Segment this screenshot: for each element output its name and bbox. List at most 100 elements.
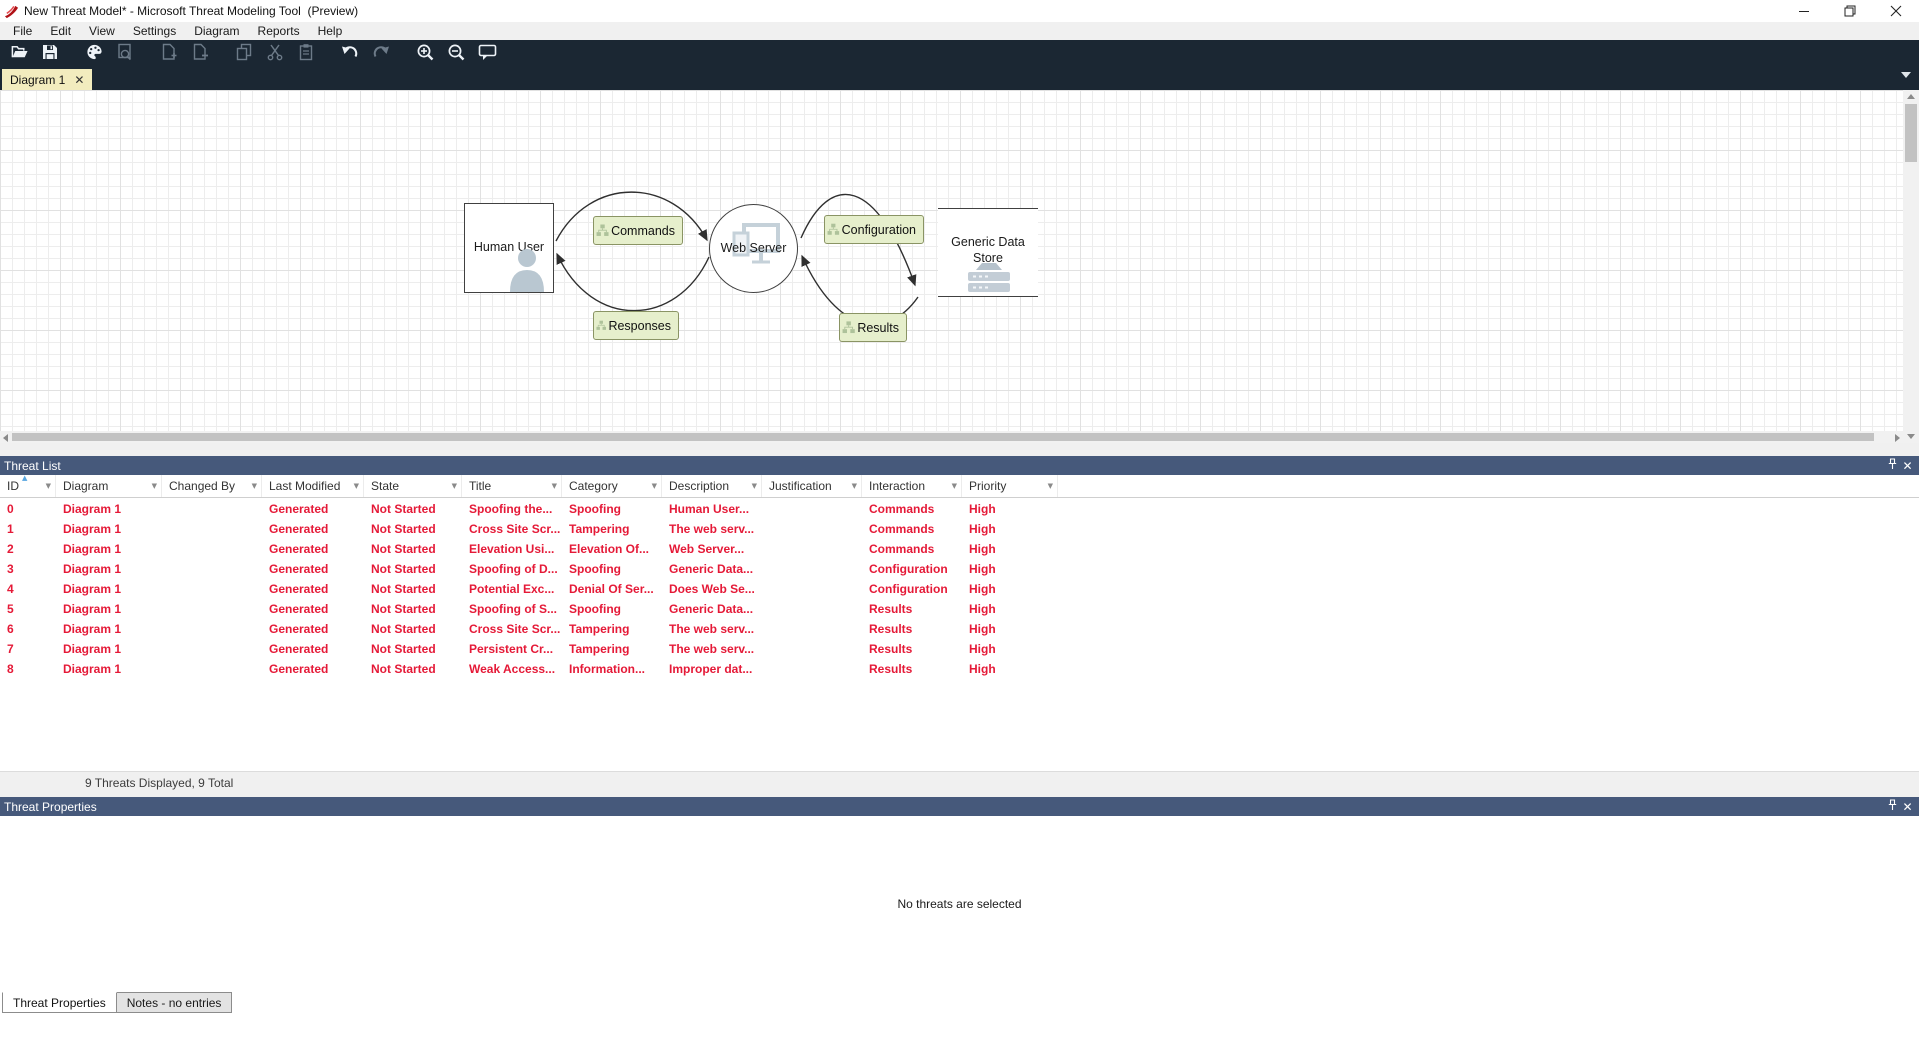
filter-dropdown-icon[interactable]: ▼: [1047, 482, 1053, 490]
pin-icon[interactable]: [1885, 458, 1900, 473]
node-generic-data-store[interactable]: Generic Data Store: [938, 208, 1038, 297]
add-page-icon[interactable]: [158, 42, 180, 62]
column-header-diagram[interactable]: Diagram▼: [56, 475, 162, 497]
filter-dropdown-icon[interactable]: ▼: [551, 482, 557, 490]
cell-description: Improper dat...: [669, 662, 753, 676]
minimize-button[interactable]: [1781, 0, 1827, 22]
cell-description: Web Server...: [669, 542, 745, 556]
flow-label-configuration[interactable]: Configuration: [824, 215, 924, 244]
column-label: Description: [669, 479, 730, 493]
diagram-canvas[interactable]: Human User Web Server Generic Data Store: [0, 90, 1903, 431]
filter-dropdown-icon[interactable]: ▼: [45, 482, 51, 490]
redo-icon[interactable]: [370, 42, 392, 62]
column-header-title[interactable]: Title▼: [462, 475, 562, 497]
threat-properties-title: Threat Properties: [4, 799, 97, 814]
cell-priority: High: [969, 662, 996, 676]
menu-edit[interactable]: Edit: [50, 24, 72, 38]
cell-category: Denial Of Ser...: [569, 582, 654, 596]
close-panel-icon[interactable]: ✕: [1902, 799, 1913, 814]
column-header-description[interactable]: Description ▼: [662, 475, 762, 497]
cell-priority: High: [969, 582, 996, 596]
window-title: New Threat Model* - Microsoft Threat Mod…: [24, 4, 359, 18]
zoom-in-icon[interactable]: [414, 42, 436, 62]
restore-button[interactable]: [1827, 0, 1873, 22]
tab-diagram-1[interactable]: Diagram 1 ✕: [2, 69, 93, 90]
canvas-horizontal-scrollbar[interactable]: [0, 431, 1903, 443]
menu-view[interactable]: View: [89, 24, 115, 38]
inspect-icon[interactable]: [114, 42, 136, 62]
scroll-right-icon[interactable]: [1895, 434, 1900, 442]
column-header-state[interactable]: State▼: [364, 475, 462, 497]
remove-page-icon[interactable]: [189, 42, 211, 62]
menu-reports[interactable]: Reports: [257, 24, 300, 38]
bottom-tab-strip: Threat Properties Notes - no entries: [0, 992, 1919, 1016]
scroll-left-icon[interactable]: [3, 434, 8, 442]
cell-description: The web serv...: [669, 642, 755, 656]
menu-help[interactable]: Help: [317, 24, 343, 38]
column-header-changed-by[interactable]: Changed By▼: [162, 475, 262, 497]
scroll-down-icon[interactable]: [1907, 434, 1915, 439]
feedback-icon[interactable]: [476, 42, 498, 62]
column-header-interaction[interactable]: Interaction▼: [862, 475, 962, 497]
filter-dropdown-icon[interactable]: ▼: [951, 482, 957, 490]
tab-close-icon[interactable]: ✕: [74, 72, 85, 87]
column-header-justification[interactable]: Justification▼: [762, 475, 862, 497]
canvas-vertical-scrollbar[interactable]: [1903, 90, 1919, 443]
cut-icon[interactable]: [264, 42, 286, 62]
cell-last-modified: Generated: [269, 542, 329, 556]
node-human-user[interactable]: Human User: [464, 203, 554, 293]
flow-label-responses[interactable]: Responses: [593, 311, 679, 340]
tab-list-dropdown-icon[interactable]: [1901, 72, 1911, 78]
flow-label-commands[interactable]: Commands: [593, 216, 683, 245]
filter-dropdown-icon[interactable]: ▼: [353, 482, 359, 490]
cell-state: Not Started: [371, 542, 436, 556]
filter-dropdown-icon[interactable]: ▼: [451, 482, 457, 490]
paste-icon[interactable]: [295, 42, 317, 62]
save-icon[interactable]: [39, 42, 61, 62]
scroll-up-icon[interactable]: [1907, 94, 1915, 99]
menu-file[interactable]: File: [13, 24, 33, 38]
cell-last-modified: Generated: [269, 642, 329, 656]
palette-icon[interactable]: [83, 42, 105, 62]
copy-icon[interactable]: [233, 42, 255, 62]
column-header-id[interactable]: ID▲▼: [0, 475, 56, 497]
column-header-category[interactable]: Category▼: [562, 475, 662, 497]
column-label: ID: [7, 479, 19, 493]
menu-diagram[interactable]: Diagram: [194, 24, 240, 38]
filter-dropdown-icon[interactable]: ▼: [151, 482, 157, 490]
flow-label-results[interactable]: Results: [839, 313, 907, 342]
hscroll-thumb[interactable]: [12, 433, 1874, 441]
diagram-tab-strip: Diagram 1 ✕: [0, 64, 1919, 90]
pin-icon[interactable]: [1885, 799, 1900, 814]
tab-notes[interactable]: Notes - no entries: [116, 992, 233, 1013]
filter-dropdown-icon[interactable]: ▼: [651, 482, 657, 490]
zoom-out-icon[interactable]: [445, 42, 467, 62]
close-panel-icon[interactable]: ✕: [1902, 458, 1913, 473]
node-web-server[interactable]: Web Server: [709, 204, 798, 293]
cell-diagram: Diagram 1: [63, 642, 122, 656]
menu-settings[interactable]: Settings: [132, 24, 177, 38]
filter-dropdown-icon[interactable]: ▼: [751, 482, 757, 490]
tab-threat-properties[interactable]: Threat Properties: [2, 992, 117, 1013]
cell-interaction: Results: [869, 602, 913, 616]
flow-icon: [827, 223, 840, 235]
open-icon[interactable]: [8, 42, 30, 62]
filter-dropdown-icon[interactable]: ▼: [851, 482, 857, 490]
close-button[interactable]: [1873, 0, 1919, 22]
vscroll-thumb[interactable]: [1905, 104, 1917, 162]
cell-interaction: Configuration: [869, 582, 948, 596]
no-selection-message: No threats are selected: [897, 897, 1022, 911]
column-header-priority[interactable]: Priority▼: [962, 475, 1058, 497]
filter-dropdown-icon[interactable]: ▼: [251, 482, 257, 490]
column-header-last-modified[interactable]: Last Modified▼: [262, 475, 364, 497]
undo-icon[interactable]: [339, 42, 361, 62]
